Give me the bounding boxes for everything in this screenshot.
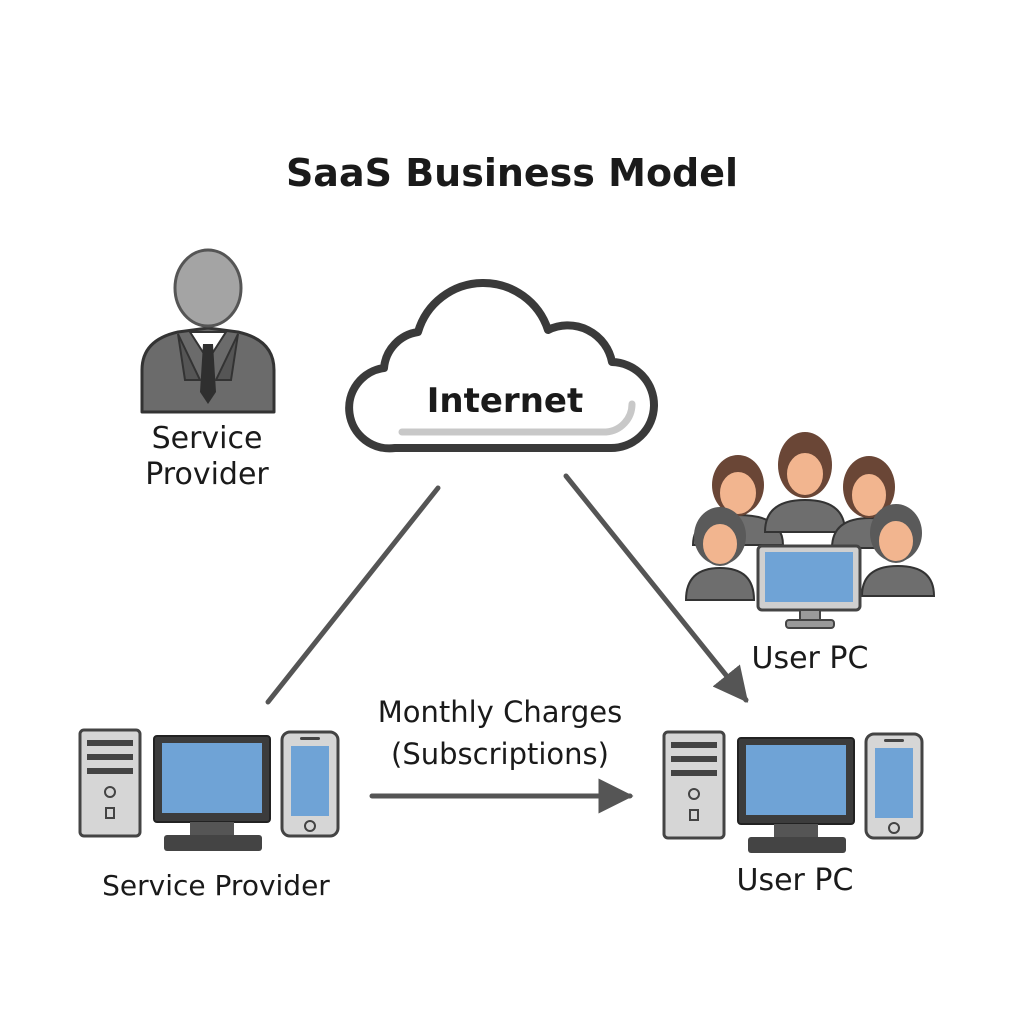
cloud-icon <box>345 278 658 453</box>
smartphone-icon <box>280 730 340 838</box>
users-group-label: User PC <box>751 641 869 676</box>
user-avatar <box>860 504 936 597</box>
arrow-internet-to-user-pc <box>563 473 749 703</box>
service-provider-person-label: Service Provider <box>92 421 322 493</box>
user-group-icon <box>684 432 936 629</box>
businessman-icon <box>140 248 276 414</box>
service-provider-person-label-line1: Service <box>151 421 263 456</box>
desktop-tower-icon <box>78 728 142 838</box>
monitor-icon <box>153 735 271 851</box>
user-avatar <box>763 432 847 533</box>
connector-internet-to-service-provider <box>265 485 441 705</box>
monthly-charges-label-line2: (Subscriptions) <box>391 737 609 771</box>
internet-label: Internet <box>426 381 584 421</box>
desktop-tower-icon <box>662 730 726 840</box>
user-avatar <box>684 507 756 601</box>
monthly-charges-label-line1: Monthly Charges <box>377 695 623 729</box>
monitor-icon <box>756 544 862 629</box>
user-pc-label: User PC <box>736 863 854 898</box>
service-provider-pc-label: Service Provider <box>102 869 330 902</box>
computer-devices-icon <box>78 728 340 851</box>
monitor-icon <box>737 737 855 853</box>
monthly-charges-label: Monthly Charges (Subscriptions) <box>340 691 660 775</box>
smartphone-icon <box>864 732 924 840</box>
computer-devices-icon <box>662 730 924 853</box>
diagram-title: SaaS Business Model <box>285 151 739 195</box>
service-provider-person-label-line2: Provider <box>145 457 269 492</box>
